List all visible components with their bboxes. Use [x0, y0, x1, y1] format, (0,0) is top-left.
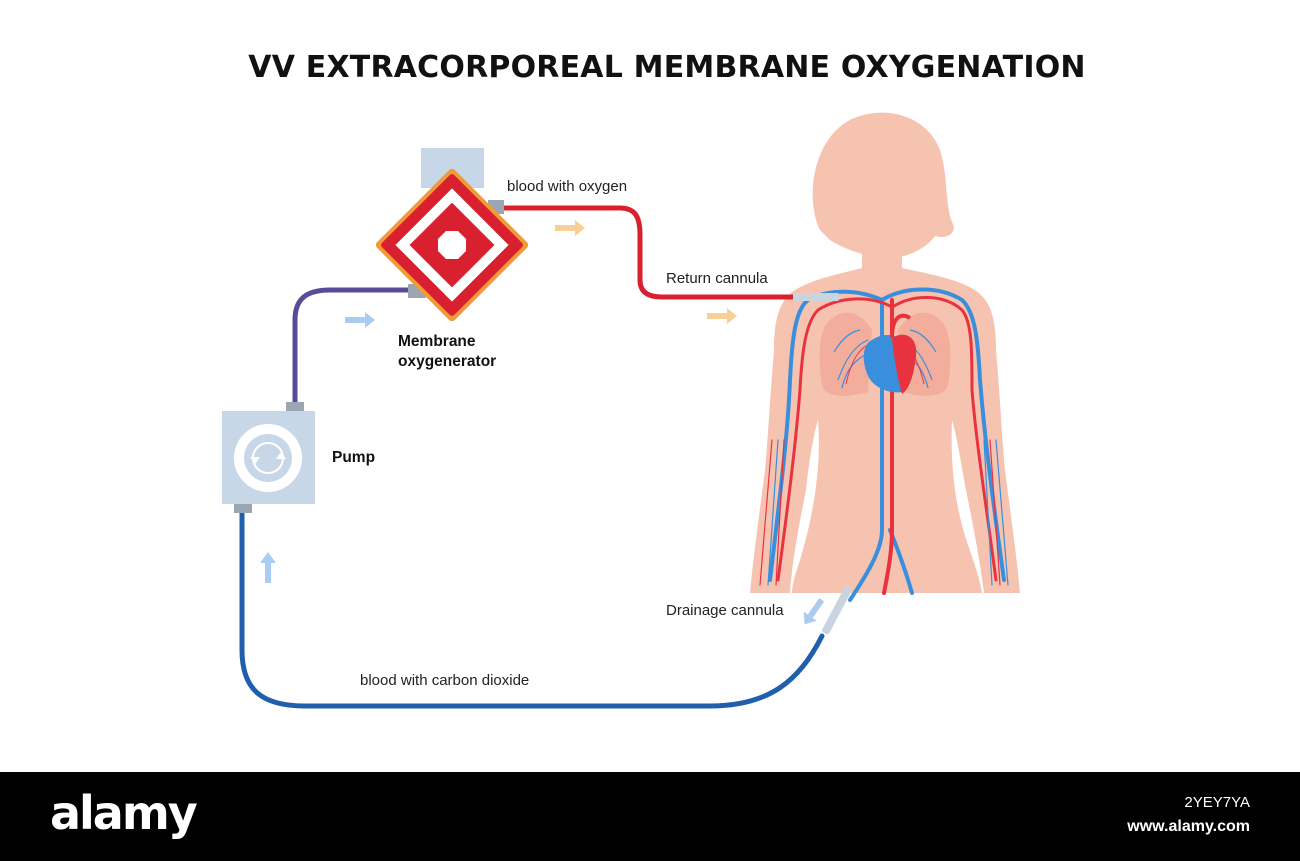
deoxygenated-tube [239, 509, 825, 709]
label-return-cannula: Return cannula [666, 270, 768, 287]
blood-vessels [759, 287, 1009, 602]
flow-arrow-to-pump [260, 552, 276, 583]
diagram-canvas: VV EXTRACORPOREAL MEMBRANE OXYGENATION b… [222, 50, 1086, 709]
flow-arrow-oxygenated-2 [707, 308, 737, 324]
return-cannula [793, 293, 839, 301]
pump-device [222, 402, 315, 513]
drainage-cannula [821, 586, 852, 635]
flow-arrow-oxygenated-1 [555, 220, 585, 236]
patient-torso [750, 268, 1020, 593]
heart [863, 313, 917, 394]
patient-head [812, 112, 954, 258]
patient-body [750, 112, 1020, 593]
label-pump: Pump [332, 449, 376, 466]
flow-arrow-to-oxygenator [345, 312, 375, 328]
ecmo-diagram [222, 112, 1020, 709]
membrane-oxygenator-device [375, 148, 529, 322]
label-drainage-cannula: Drainage cannula [666, 602, 784, 619]
label-membrane-line2: oxygenerator [398, 353, 497, 370]
oxygenated-tube [497, 205, 798, 300]
watermark-url: www.alamy.com [1127, 818, 1250, 835]
heart-left-side [892, 334, 917, 394]
page-title: VV EXTRACORPOREAL MEMBRANE OXYGENATION [248, 50, 1086, 85]
label-blood-with-oxygen: blood with oxygen [507, 178, 628, 195]
right-lung [819, 312, 872, 396]
watermark-brand-logo: alamy [50, 786, 198, 840]
pump-to-oxygenator-tube [292, 287, 415, 408]
label-membrane-oxygenator: Membrane oxygenerator [398, 332, 496, 372]
label-membrane-line1: Membrane [398, 333, 476, 350]
label-blood-with-co2: blood with carbon dioxide [360, 672, 530, 689]
watermark-image-id: 2YEY7YA [1184, 794, 1250, 811]
flow-arrow-drainage [803, 598, 825, 625]
watermark-bar: alamy 2YEY7YA www.alamy.com [0, 772, 1300, 861]
